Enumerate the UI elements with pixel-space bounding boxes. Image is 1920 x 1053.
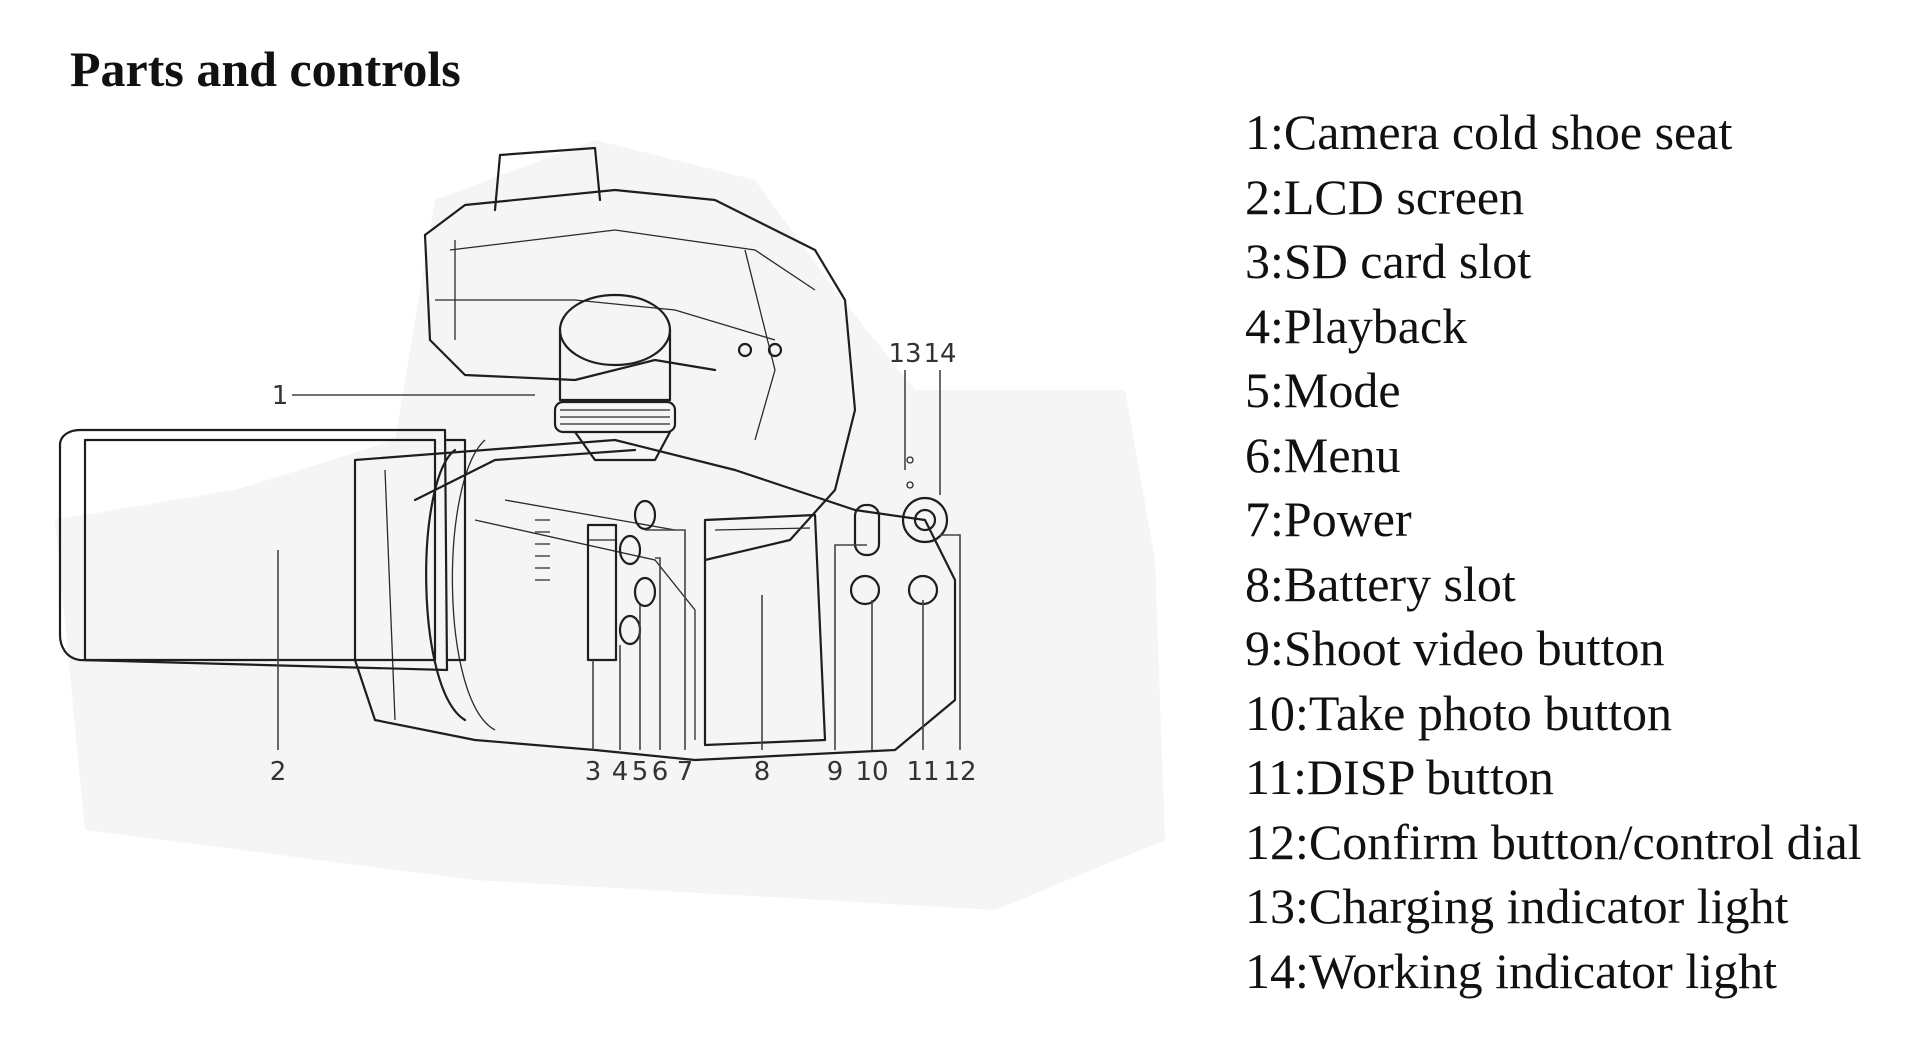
legend-item-3: 3:SD card slot: [1245, 233, 1532, 289]
legend-item-13: 13:Charging indicator light: [1245, 878, 1789, 934]
callout-5: 5: [632, 757, 649, 787]
legend-item-4: 4:Playback: [1245, 297, 1468, 354]
legend-item-10: 10:Take photo button: [1245, 684, 1673, 741]
rear-buttons: [849, 456, 949, 606]
shoe-knob: [553, 293, 677, 462]
legend-item-12: 12:Confirm button/control dial: [1245, 813, 1862, 870]
callout-9: 9: [827, 757, 844, 787]
legend-item-11: 11:DISP button: [1245, 749, 1554, 805]
callout-8: 8: [754, 757, 771, 787]
callout-2: 2: [270, 757, 287, 787]
legend-item-8: 8:Battery slot: [1245, 555, 1516, 612]
legend-item-9: 9:Shoot video button: [1245, 620, 1665, 676]
legend-item-14: 14:Working indicator light: [1245, 942, 1778, 999]
callout-6: 6: [652, 757, 669, 787]
callout-7: 7: [677, 757, 694, 787]
callout-4: 4: [612, 757, 629, 787]
page-title: Parts and controls: [70, 41, 461, 97]
sd-card-slot: [586, 523, 618, 662]
parts-legend: 1:Camera cold shoe seat 2:LCD screen 3:S…: [1245, 100, 1862, 1003]
legend-item-1: 1:Camera cold shoe seat: [1245, 104, 1733, 160]
callout-13: 13: [888, 339, 921, 369]
legend-item-2: 2:LCD screen: [1245, 168, 1525, 225]
legend-item-6: 6:Menu: [1245, 426, 1401, 483]
lcd-screen: [58, 428, 467, 672]
callout-12: 12: [943, 757, 976, 787]
callout-14: 14: [923, 339, 956, 369]
legend-item-7: 7:Power: [1245, 491, 1412, 547]
battery-slot: [703, 513, 827, 747]
camera-body: [353, 438, 957, 762]
callout-labels: 1 2 3 4 5 6 7 8 9 10 11 12 13 14: [270, 339, 977, 787]
callout-3: 3: [585, 757, 602, 787]
callout-11: 11: [906, 757, 939, 787]
leader-lines: [277, 370, 961, 750]
callout-10: 10: [855, 757, 888, 787]
callout-1: 1: [272, 381, 289, 411]
legend-item-5: 5:Mode: [1245, 362, 1401, 418]
camera-diagram: 1 2 3 4 5 6 7 8 9 10 11 12 13 14: [55, 140, 1165, 910]
